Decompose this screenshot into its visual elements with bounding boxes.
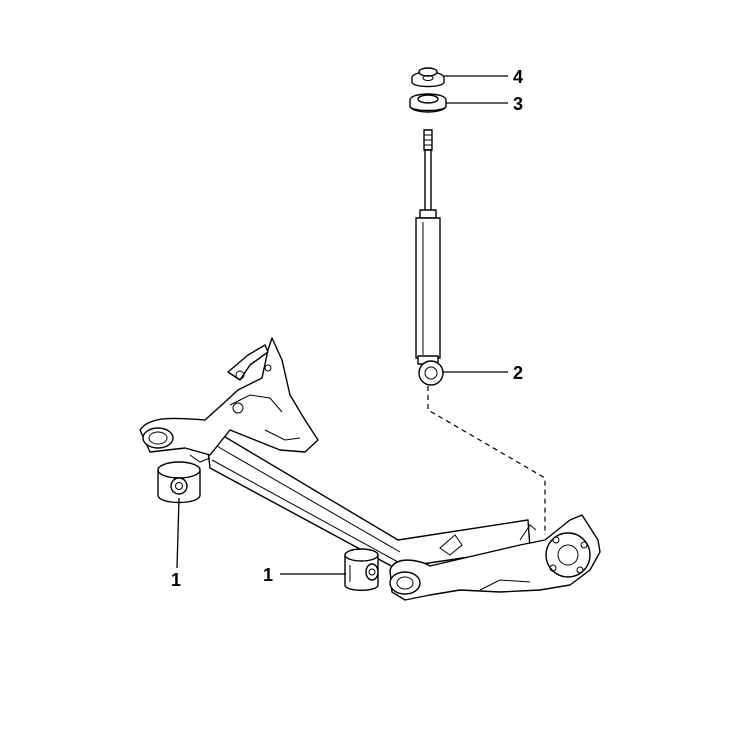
leader-line-bushing-left (176, 497, 180, 569)
callout-lower-washer: 3 (513, 94, 523, 114)
assembly-guide-line (427, 386, 546, 535)
callout-shock-absorber: 2 (513, 363, 523, 383)
shock-absorber (415, 129, 444, 386)
bushing-center (344, 548, 379, 591)
callout-bushing-center: 1 (263, 565, 273, 585)
callout-bushing-left: 1 (171, 570, 181, 590)
bushing-left (157, 461, 201, 504)
lower-washer (409, 93, 447, 113)
callout-upper-nut: 4 (513, 67, 523, 87)
upper-nut (411, 67, 445, 88)
torsion-beam-axle (139, 337, 601, 601)
